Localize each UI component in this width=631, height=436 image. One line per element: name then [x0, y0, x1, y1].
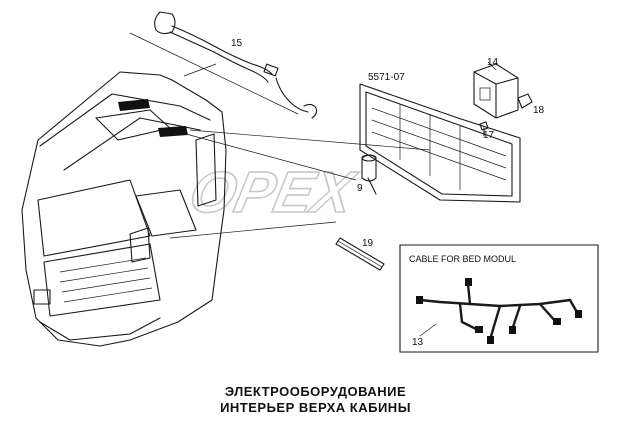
truck-cab [21, 63, 431, 347]
inset-cable-bed-module [399, 244, 599, 353]
callout-5571-07: 5571-07 [368, 72, 405, 83]
watermark-text: OPEX [184, 161, 363, 225]
callout-19: 19 [362, 238, 374, 249]
part-19 [335, 237, 385, 271]
caption-line-2: ИНТЕРЬЕР ВЕРХА КАБИНЫ [220, 400, 411, 415]
lamp-part-15 [129, 11, 318, 119]
callout-14: 14 [487, 57, 499, 68]
part-9 [361, 154, 377, 195]
callout-labels: 15 5571-07 14 18 17 9 19 CABLE FOR BED M… [231, 38, 545, 348]
callout-18: 18 [533, 105, 545, 116]
callout-9: 9 [357, 183, 363, 194]
watermark: OPEX [183, 160, 363, 226]
callout-15: 15 [231, 38, 243, 49]
control-unit-14 [473, 61, 533, 137]
callout-17: 17 [483, 130, 495, 141]
caption-line-1: ЭЛЕКТРООБОРУДОВАНИЕ [224, 384, 407, 399]
grille-panel-5571-07 [359, 83, 521, 203]
inset-title: CABLE FOR BED MODUL [409, 254, 516, 264]
callout-13: 13 [412, 337, 424, 348]
